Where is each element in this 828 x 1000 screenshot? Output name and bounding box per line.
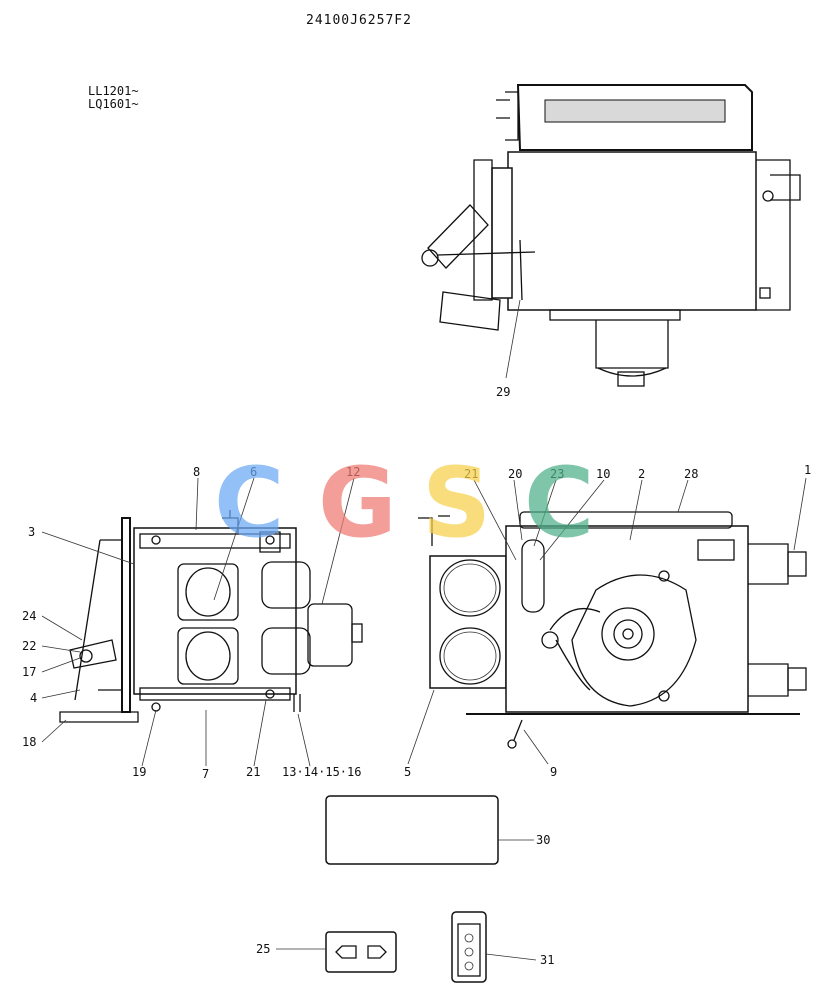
top-view-heater-unit (421, 84, 801, 387)
callout-18: 18 (22, 735, 36, 749)
watermark-letter-3: S (422, 447, 491, 559)
left-view-duct-assembly (41, 477, 363, 767)
callout-7: 7 (202, 767, 209, 781)
callout-8: 8 (193, 465, 200, 479)
callout-13-14-15-16: 13·14·15·16 (282, 765, 361, 779)
watermark-letter-2: G (318, 447, 397, 559)
callout-21-right: 21 (464, 467, 478, 481)
outlet-left-lower (177, 627, 239, 685)
right-view-heater-core (407, 477, 807, 765)
callout-4: 4 (30, 691, 37, 705)
callout-12: 12 (346, 465, 360, 479)
outlet-upper (439, 559, 501, 617)
serial-range-2: LQ1601~ (88, 97, 139, 111)
callout-23: 23 (550, 467, 564, 481)
outlet-right-upper (261, 561, 311, 609)
callout-2: 2 (638, 467, 645, 481)
outlet-left-upper (177, 563, 239, 621)
callout-29: 29 (496, 385, 510, 399)
drawing-number: 24100J6257F2 (306, 13, 412, 28)
callout-20: 20 (508, 467, 522, 481)
outlet-right-lower (261, 627, 311, 675)
accessory-plate (325, 795, 534, 865)
callout-22: 22 (22, 639, 36, 653)
serial-range-1: LL1201~ (88, 84, 139, 98)
callout-24: 24 (22, 609, 36, 623)
watermark-letter-1: C (214, 447, 284, 559)
callout-30: 30 (536, 833, 550, 847)
callout-9: 9 (550, 765, 557, 779)
callout-3: 3 (28, 525, 35, 539)
callout-28: 28 (684, 467, 698, 481)
callout-19: 19 (132, 765, 146, 779)
watermark-letter-4: C (524, 447, 594, 559)
callout-6: 6 (250, 465, 257, 479)
control-knob-panel (451, 911, 537, 983)
callout-5: 5 (404, 765, 411, 779)
outlet-lower (439, 627, 501, 685)
callout-1: 1 (804, 463, 811, 477)
callout-25: 25 (256, 942, 270, 956)
switch-panel (276, 931, 397, 973)
callout-31: 31 (540, 953, 554, 967)
cgsc-watermark: C G S C (214, 447, 594, 559)
callout-21-left: 21 (246, 765, 260, 779)
callout-17: 17 (22, 665, 36, 679)
callout-10: 10 (596, 467, 610, 481)
